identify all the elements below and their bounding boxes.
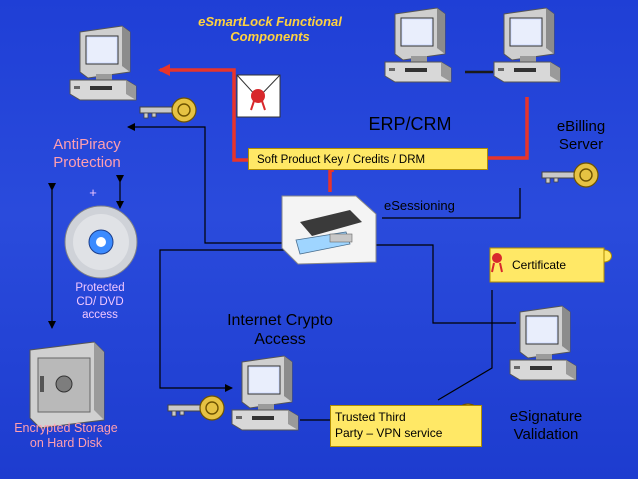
- line-usb-to-esignature: [370, 244, 516, 324]
- encrypted-label-line-2: on Hard Disk: [29, 435, 103, 450]
- protected-label-line-1: Protected: [75, 282, 125, 294]
- antipiracy-label-line-1: AntiPiracy: [53, 136, 121, 153]
- title-line-1: eSmartLock Functional: [198, 14, 342, 29]
- trusted-line-1: Trusted Third: [335, 410, 406, 424]
- ebilling-label: eBilling Server: [536, 118, 626, 153]
- antipiracy-label: AntiPiracy Protection: [32, 136, 142, 171]
- certificate-scroll-icon: [489, 247, 612, 283]
- esessioning-line: [382, 188, 521, 219]
- internet-label-line-2: Access: [254, 330, 306, 348]
- protected-label-line-3: access: [82, 309, 118, 322]
- usb-token-icon: [281, 195, 377, 265]
- envelope-icon: [236, 74, 281, 118]
- key-icon-ebilling: [541, 162, 599, 188]
- esessioning-label: eSessioning: [384, 198, 455, 213]
- protected-cd-label: Protected CD/ DVD access: [60, 282, 140, 323]
- esignature-label-line-1: eSignature: [509, 408, 583, 425]
- certificate-label: Certificate: [512, 258, 567, 272]
- safe-icon: [29, 341, 105, 429]
- soft-product-key-box: Soft Product Key / Credits / DRM: [248, 148, 488, 170]
- internet-crypto-label: Internet Crypto Access: [210, 312, 350, 350]
- esignature-computer-icon: [509, 305, 577, 381]
- ebilling-computer-icon: [493, 7, 561, 83]
- cd-dvd-icon: [64, 205, 138, 279]
- esignature-label-line-2: Validation: [513, 425, 579, 443]
- erp-crm-label: ERP/CRM: [368, 114, 452, 134]
- plus-sign-label: +: [89, 185, 97, 200]
- key-icon-internet: [167, 395, 225, 421]
- antipiracy-computer-icon: [69, 25, 137, 101]
- trusted-line-2: Party – VPN service: [335, 425, 443, 440]
- key-icon-antipiracy: [139, 97, 197, 123]
- line-usb-to-antipiracy: [127, 123, 285, 244]
- red-line-to-ebilling: [488, 97, 529, 160]
- ebilling-label-line-1: eBilling: [556, 118, 606, 135]
- antipiracy-label-line-2: Protection: [53, 153, 121, 171]
- encrypted-label-line-1: Encrypted Storage: [14, 421, 118, 435]
- internet-label-line-1: Internet Crypto: [227, 312, 333, 329]
- line-usb-to-internet: [159, 249, 300, 392]
- erp-computer-icon: [384, 7, 452, 83]
- title-line-2: Components: [230, 29, 310, 45]
- esignature-label: eSignature Validation: [496, 408, 596, 443]
- encrypted-storage-label: Encrypted Storage on Hard Disk: [2, 421, 130, 451]
- ebilling-label-line-2: Server: [558, 135, 604, 153]
- line-trusted-to-cert: [437, 290, 493, 401]
- protected-label-line-2: CD/ DVD: [76, 295, 124, 308]
- trusted-third-party-box: Trusted Third Party – VPN service: [330, 405, 482, 447]
- diagram-title: eSmartLock Functional Components: [170, 14, 370, 45]
- internet-computer-icon: [231, 355, 299, 431]
